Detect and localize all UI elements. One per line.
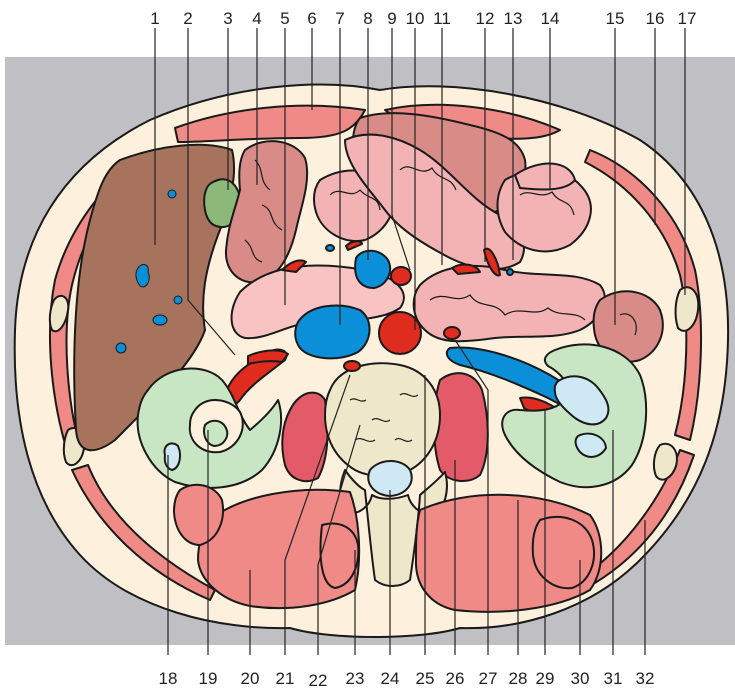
- superior-mesenteric-vein: [355, 251, 390, 288]
- label-16: 16: [646, 9, 665, 28]
- label-13: 13: [504, 9, 523, 28]
- label-26: 26: [446, 669, 465, 688]
- label-23: 23: [346, 669, 365, 688]
- label-24: 24: [381, 669, 400, 688]
- label-18: 18: [159, 669, 178, 688]
- label-7: 7: [335, 9, 344, 28]
- right-calyx: [164, 443, 180, 470]
- label-4: 4: [252, 9, 261, 28]
- label-6: 6: [307, 9, 316, 28]
- label-30: 30: [571, 669, 590, 688]
- label-20: 20: [241, 669, 260, 688]
- inferior-vena-cava: [295, 306, 369, 359]
- labels-bottom: 18 19 20 21 22 23 24 25 26 27 28 29 30 3…: [159, 669, 655, 690]
- label-28: 28: [509, 669, 528, 688]
- label-29: 29: [536, 669, 555, 688]
- label-15: 15: [606, 9, 625, 28]
- left-gonadal-artery: [444, 327, 460, 339]
- label-3: 3: [223, 9, 232, 28]
- label-2: 2: [183, 9, 192, 28]
- label-8: 8: [363, 9, 372, 28]
- lumbar-artery: [344, 361, 360, 371]
- label-5: 5: [280, 9, 289, 28]
- label-25: 25: [416, 669, 435, 688]
- label-21: 21: [276, 669, 295, 688]
- label-32: 32: [636, 669, 655, 688]
- quadratus-lumborum-left: [533, 517, 594, 588]
- ileum-loops: [414, 266, 605, 341]
- label-27: 27: [479, 669, 498, 688]
- label-19: 19: [199, 669, 218, 688]
- label-1: 1: [150, 9, 159, 28]
- label-10: 10: [406, 9, 425, 28]
- label-17: 17: [678, 9, 697, 28]
- labels-top: 1 2 3 4 5 6 7 8 9 10 11 12 13 14 15 16 1…: [150, 9, 696, 28]
- small-vein-center: [326, 245, 334, 251]
- label-12: 12: [476, 9, 495, 28]
- vertebral-body: [325, 363, 440, 476]
- label-14: 14: [541, 9, 560, 28]
- label-22: 22: [309, 671, 328, 690]
- psoas-left: [434, 373, 488, 481]
- label-9: 9: [387, 9, 396, 28]
- superior-mesenteric-artery: [391, 267, 411, 285]
- label-31: 31: [604, 669, 623, 688]
- small-vein-right: [507, 269, 513, 275]
- label-11: 11: [433, 9, 451, 28]
